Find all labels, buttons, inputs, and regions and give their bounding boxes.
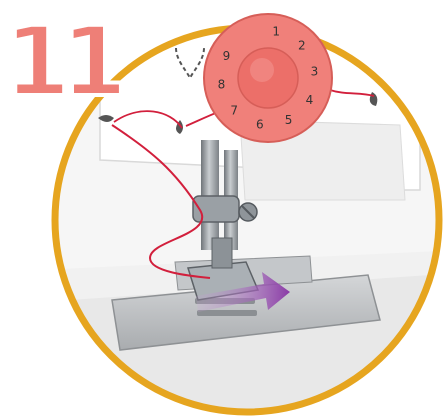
step-number: 11 bbox=[4, 14, 118, 110]
dial-number: 2 bbox=[298, 38, 306, 52]
thread-tension-dial-icon: 1 23 45 6 78 9 bbox=[204, 14, 332, 142]
dial-number: 8 bbox=[218, 78, 226, 92]
presser-bar bbox=[201, 140, 219, 250]
dial-number: 5 bbox=[285, 113, 293, 127]
dial-number: 4 bbox=[306, 93, 314, 107]
dial-number: 7 bbox=[230, 104, 238, 118]
dial-number: 9 bbox=[223, 49, 231, 63]
dial-number: 1 bbox=[272, 25, 280, 39]
dial-number: 6 bbox=[256, 117, 264, 131]
dial-number: 3 bbox=[311, 65, 319, 79]
